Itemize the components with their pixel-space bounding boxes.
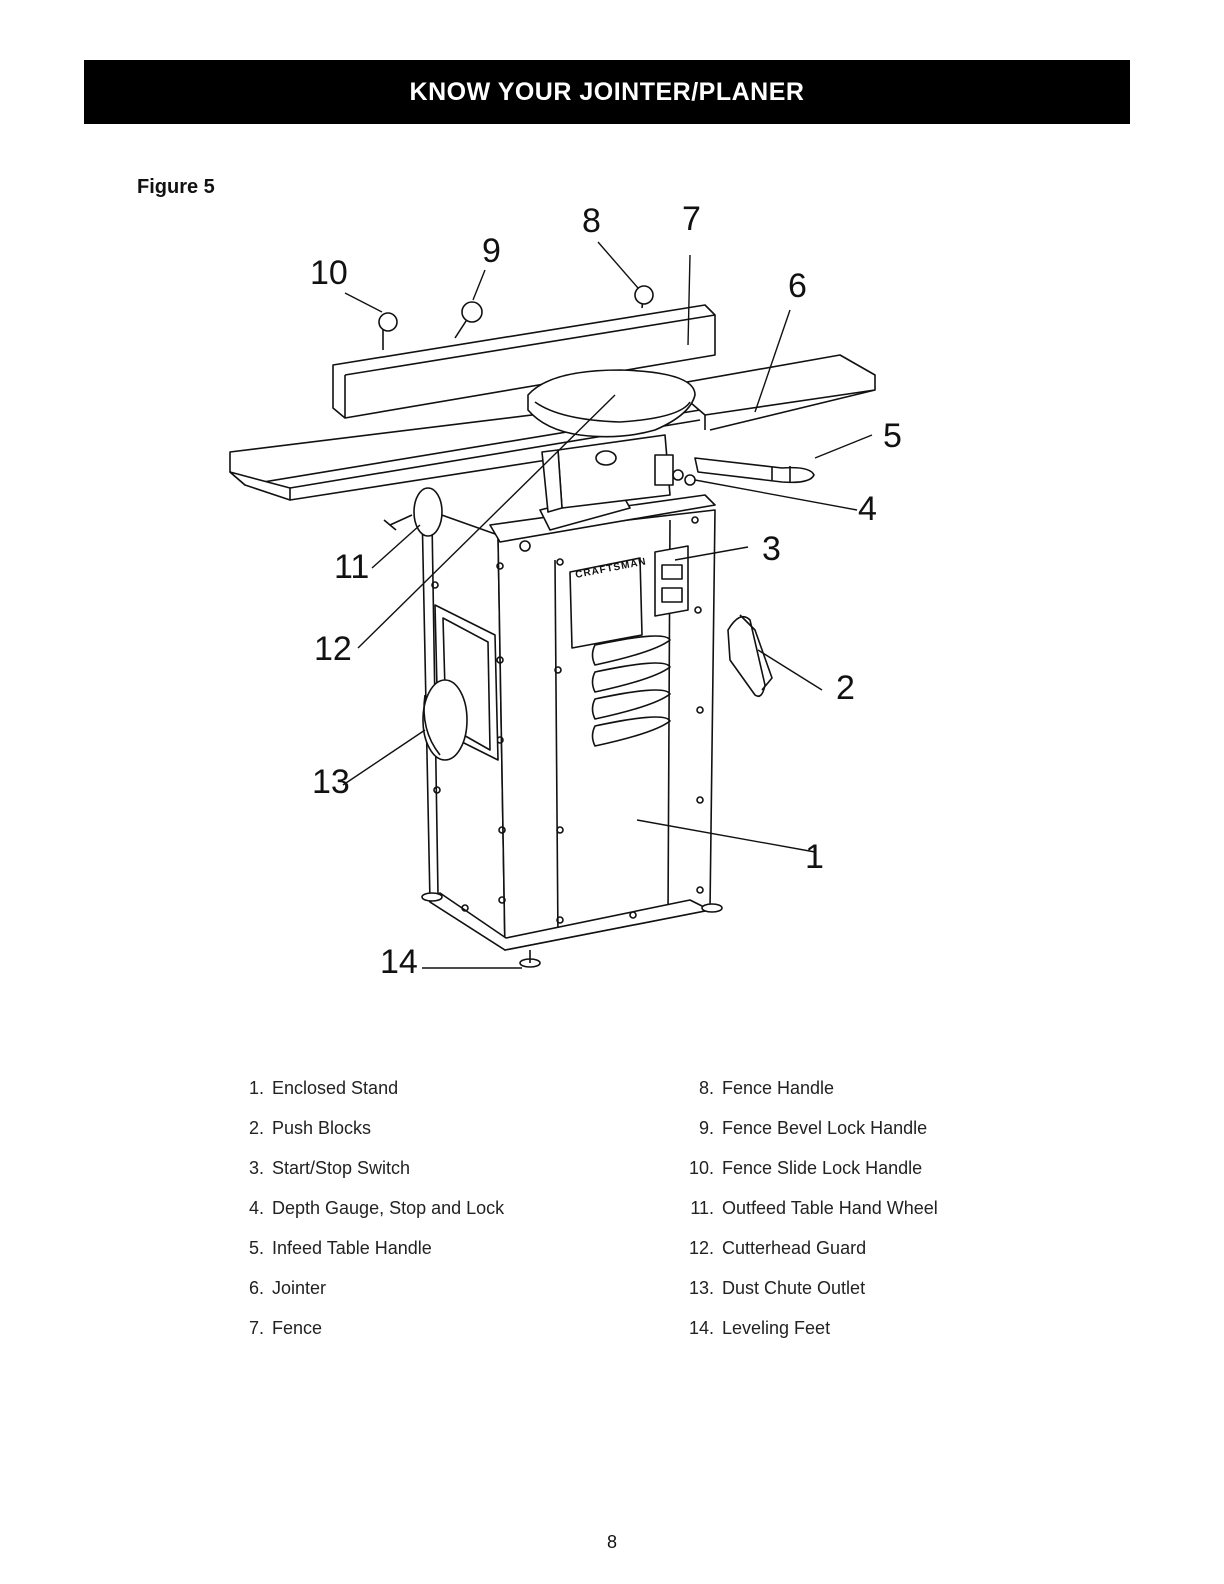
fence-bevel-lock-handle <box>454 301 483 339</box>
dust-chute <box>422 604 499 761</box>
part-name: Fence Handle <box>722 1078 835 1098</box>
part-name: Fence Bevel Lock Handle <box>722 1118 928 1138</box>
brand-panel <box>569 557 643 649</box>
part-item: 1. Enclosed Stand <box>230 1078 504 1118</box>
part-name: Leveling Feet <box>722 1318 831 1338</box>
jointer-planer-diagram: CRAFTSMAN <box>150 190 1050 1000</box>
callout-11: 11 <box>334 548 369 586</box>
infeed-handle <box>694 457 815 484</box>
part-item: 3. Start/Stop Switch <box>230 1158 504 1198</box>
part-name: Dust Chute Outlet <box>722 1278 866 1298</box>
part-number: 13. <box>688 1278 714 1298</box>
start-stop-switch-box <box>654 545 689 617</box>
figure-label: Figure 5 <box>137 176 215 198</box>
part-item: 8. Fence Handle <box>680 1078 938 1118</box>
callout-8: 8 <box>582 202 601 240</box>
part-item: 7. Fence <box>230 1318 504 1358</box>
callout-14: 14 <box>380 943 418 981</box>
part-item: 11. Outfeed Table Hand Wheel <box>680 1198 938 1238</box>
part-item: 13. Dust Chute Outlet <box>680 1278 938 1318</box>
callout-2: 2 <box>836 669 855 707</box>
part-item: 6. Jointer <box>230 1278 504 1318</box>
part-number: 10. <box>688 1158 714 1178</box>
push-blocks <box>727 614 773 698</box>
fence-handle <box>634 285 654 309</box>
part-name: Jointer <box>272 1278 327 1298</box>
part-number: 2. <box>248 1118 264 1138</box>
callout-4: 4 <box>858 490 877 528</box>
leveling-feet <box>421 892 723 968</box>
part-item: 10. Fence Slide Lock Handle <box>680 1158 938 1198</box>
callout-3: 3 <box>762 530 781 568</box>
part-item: 14. Leveling Feet <box>680 1318 938 1358</box>
leader-lines <box>342 241 873 969</box>
part-number: 8. <box>698 1078 714 1098</box>
outfeed-hand-wheel <box>383 487 443 537</box>
part-name: Enclosed Stand <box>272 1078 399 1098</box>
callout-13: 13 <box>312 763 350 801</box>
part-number: 4. <box>248 1198 264 1218</box>
part-name: Fence <box>272 1318 323 1338</box>
part-item: 2. Push Blocks <box>230 1118 504 1158</box>
part-number: 7. <box>248 1318 264 1338</box>
callout-9: 9 <box>482 232 501 270</box>
section-title: KNOW YOUR JOINTER/PLANER <box>409 77 805 106</box>
part-number: 14. <box>688 1318 714 1338</box>
part-item: 12. Cutterhead Guard <box>680 1238 938 1278</box>
cutterhead-body <box>541 434 671 513</box>
fence-slide-lock-handle <box>378 312 398 350</box>
part-name: Depth Gauge, Stop and Lock <box>272 1198 505 1218</box>
part-name: Outfeed Table Hand Wheel <box>722 1198 938 1218</box>
cutterhead-guard <box>527 369 696 438</box>
part-number: 5. <box>248 1238 264 1258</box>
callout-1: 1 <box>805 838 824 876</box>
part-item: 5. Infeed Table Handle <box>230 1238 504 1278</box>
part-name: Infeed Table Handle <box>272 1238 432 1258</box>
callout-12: 12 <box>314 630 352 668</box>
callout-10: 10 <box>310 254 348 292</box>
part-number: 12. <box>688 1238 714 1258</box>
part-number: 11. <box>690 1198 714 1218</box>
part-number: 9. <box>698 1118 714 1138</box>
outfeed-table <box>669 354 876 431</box>
part-number: 3. <box>248 1158 264 1178</box>
callout-7: 7 <box>682 200 701 238</box>
part-number: 1. <box>248 1078 264 1098</box>
callout-5: 5 <box>883 417 902 455</box>
part-name: Start/Stop Switch <box>272 1158 411 1178</box>
part-name: Push Blocks <box>272 1118 372 1138</box>
part-number: 6. <box>248 1278 264 1298</box>
part-item: 9. Fence Bevel Lock Handle <box>680 1118 938 1158</box>
part-item: 4. Depth Gauge, Stop and Lock <box>230 1198 504 1238</box>
parts-list-right: 8. Fence Handle 9. Fence Bevel Lock Handle… <box>680 1078 938 1358</box>
page-number: 8 <box>606 1532 617 1552</box>
callout-6: 6 <box>788 267 807 305</box>
parts-list-left: 1. Enclosed Stand 2. Push Blocks 3. Start/S… <box>230 1078 504 1358</box>
part-name: Cutterhead Guard <box>722 1238 867 1258</box>
depth-gauge <box>654 454 696 486</box>
fence <box>332 304 716 419</box>
section-header: KNOW YOUR JOINTER/PLANER <box>84 60 1130 124</box>
part-name: Fence Slide Lock Handle <box>722 1158 923 1178</box>
